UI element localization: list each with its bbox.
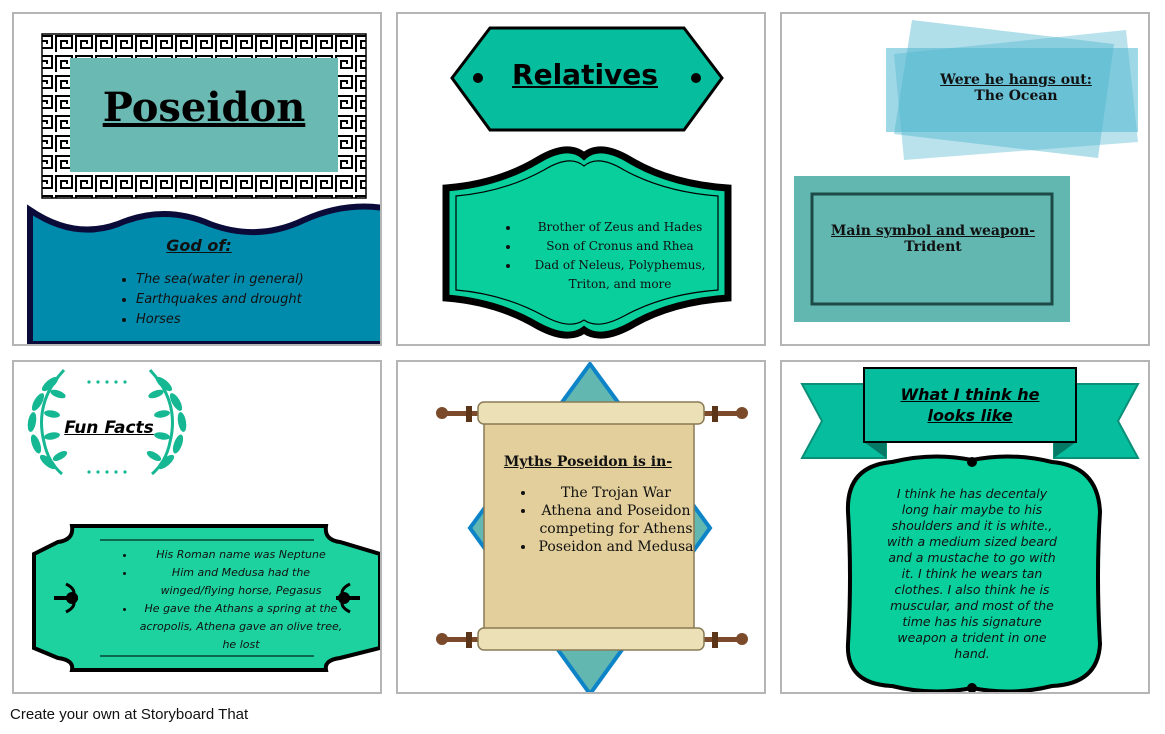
relatives-banner bbox=[450, 26, 724, 132]
list-item: Brother of Zeus and Hades bbox=[520, 218, 720, 237]
panel-fun-facts: Fun Facts His Roman name was Neptune Him… bbox=[12, 360, 382, 694]
list-item: He gave the Athans a spring at the acrop… bbox=[136, 600, 346, 654]
page-title: Poseidon bbox=[102, 84, 306, 131]
fun-facts-title: Fun Facts bbox=[64, 418, 154, 438]
list-item: Son of Cronus and Rhea bbox=[520, 237, 720, 256]
footer-credit[interactable]: Create your own at Storyboard That bbox=[10, 706, 249, 723]
laurel-right-icon bbox=[146, 368, 187, 476]
panel-myths: Myths Poseidon is in- The Trojan War Ath… bbox=[396, 360, 766, 694]
list-item: Horses bbox=[136, 310, 304, 330]
scroll-rod-bottom-icon bbox=[436, 627, 748, 651]
list-item: Poseidon and Medusa bbox=[536, 538, 696, 556]
appearance-frame bbox=[845, 454, 1103, 692]
myths-shapes bbox=[436, 362, 748, 692]
appearance-shapes bbox=[800, 367, 1140, 692]
hangout-label: Were he hangs out: bbox=[940, 72, 1092, 88]
flourish-right-icon bbox=[336, 582, 360, 614]
myths-title: Myths Poseidon is in- bbox=[503, 454, 673, 470]
list-item: Him and Medusa had the winged/flying hor… bbox=[136, 564, 346, 600]
list-item: Earthquakes and drought bbox=[136, 290, 304, 310]
panel-appearance: What I think he looks like I think he ha… bbox=[780, 360, 1150, 694]
symbol-value: Trident bbox=[904, 239, 962, 255]
appearance-text: I think he has decentaly long hair maybe… bbox=[887, 486, 1057, 661]
god-of-heading: God of: bbox=[166, 236, 232, 255]
list-item: His Roman name was Neptune bbox=[136, 546, 346, 564]
greek-key-frame bbox=[27, 33, 380, 344]
symbol-box bbox=[794, 176, 1070, 322]
relatives-title: Relatives bbox=[512, 58, 658, 91]
panel-hangout: Were he hangs out: The Ocean Main symbol… bbox=[780, 12, 1150, 346]
myths-list: The Trojan War Athena and Poseidon compe… bbox=[518, 484, 696, 556]
fun-facts-list: His Roman name was Neptune Him and Medus… bbox=[118, 546, 346, 654]
fun-facts-plaque bbox=[32, 524, 380, 672]
fun-facts-shapes bbox=[27, 368, 380, 672]
god-of-list: The sea(water in general) Earthquakes an… bbox=[118, 270, 304, 330]
list-item: Athena and Poseidon competing for Athens bbox=[536, 502, 696, 538]
flourish-left-icon bbox=[54, 582, 78, 614]
relatives-list: Brother of Zeus and Hades Son of Cronus … bbox=[502, 218, 720, 294]
list-item: The Trojan War bbox=[536, 484, 696, 502]
relatives-shapes bbox=[442, 26, 732, 339]
scroll-body bbox=[483, 413, 695, 637]
list-item: The sea(water in general) bbox=[136, 270, 304, 290]
scroll-rod-top-icon bbox=[436, 401, 748, 425]
hangout-shapes bbox=[794, 20, 1138, 322]
panel-relatives: Relatives Brother of Zeus and Hades Son … bbox=[396, 12, 766, 346]
hangout-value: The Ocean bbox=[974, 88, 1058, 104]
laurel-left-icon bbox=[27, 368, 68, 476]
ornate-frame bbox=[442, 146, 732, 339]
appearance-title: What I think he looks like bbox=[900, 385, 1040, 425]
appearance-banner bbox=[863, 367, 1077, 443]
panel-poseidon: Poseidon God of: The sea(water in genera… bbox=[12, 12, 382, 346]
list-item: Dad of Neleus, Polyphemus, Triton, and m… bbox=[520, 256, 720, 294]
wave-shape bbox=[27, 203, 380, 344]
symbol-label: Main symbol and weapon- bbox=[830, 223, 1036, 239]
